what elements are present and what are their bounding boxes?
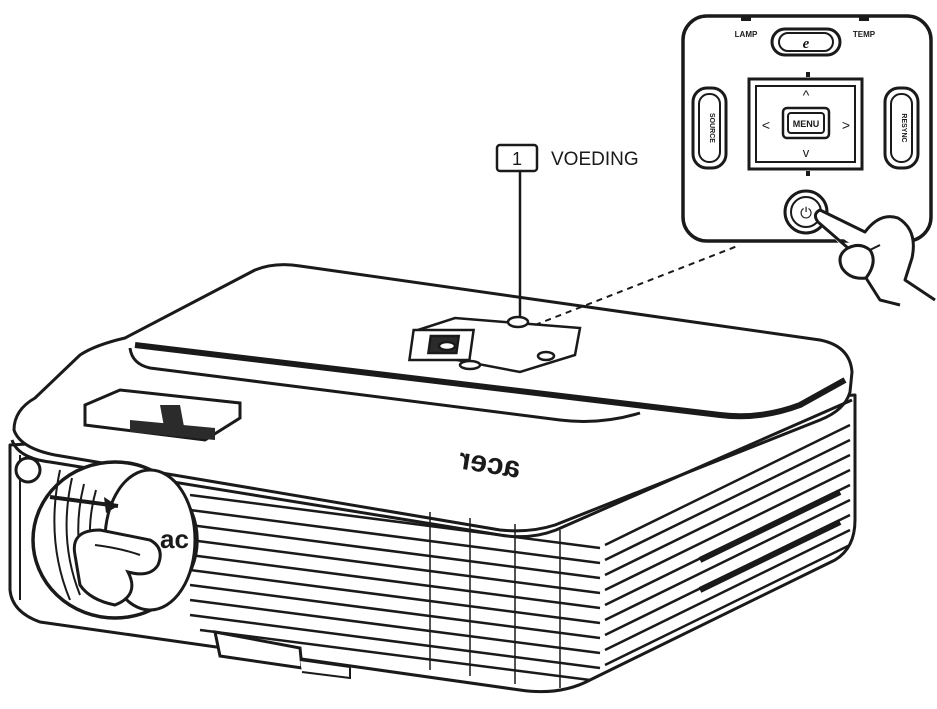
right-arrow-icon[interactable]: > xyxy=(842,117,850,133)
callout-number-box xyxy=(495,143,539,173)
menu-button[interactable]: MENU xyxy=(781,106,831,140)
power-icon: ⏻ xyxy=(800,204,812,222)
zoomed-panel: LAMP TEMP e SOURCE RESYNC ^ xyxy=(681,14,933,243)
resync-button[interactable]: RESYNC xyxy=(883,86,920,170)
callout: 1 VOEDING xyxy=(495,143,639,173)
direction-pad: ^ v < > MENU xyxy=(747,72,864,176)
callout-label: VOEDING xyxy=(551,149,639,170)
hand-pressing-power-icon xyxy=(813,208,936,307)
projector-control-panel xyxy=(407,315,582,374)
lamp-indicator xyxy=(741,17,751,21)
temp-indicator xyxy=(859,17,869,21)
source-label: SOURCE xyxy=(708,113,715,143)
resync-label: RESYNC xyxy=(900,113,907,142)
source-button[interactable]: SOURCE xyxy=(691,86,728,170)
projector xyxy=(8,263,857,694)
projector-top xyxy=(12,263,854,533)
down-arrow-icon[interactable]: v xyxy=(803,145,810,160)
lens-area: ac xyxy=(14,456,199,620)
projector-front-band xyxy=(134,342,847,420)
menu-label: MENU xyxy=(793,119,820,129)
lamp-label: LAMP xyxy=(735,30,758,39)
zoom-focus-window xyxy=(83,388,242,442)
hand-on-lens xyxy=(72,528,162,607)
lens-logo: ac xyxy=(160,524,189,554)
e-key-label: e xyxy=(803,36,810,52)
callout-number: 1 xyxy=(512,149,522,169)
zoom-leader-line xyxy=(534,244,741,326)
up-arrow-icon[interactable]: ^ xyxy=(803,87,810,103)
left-arrow-icon[interactable]: < xyxy=(762,117,770,133)
temp-label: TEMP xyxy=(853,30,876,39)
e-key-button[interactable]: e xyxy=(770,27,842,57)
side-vents xyxy=(604,423,851,667)
front-vents xyxy=(189,493,601,688)
